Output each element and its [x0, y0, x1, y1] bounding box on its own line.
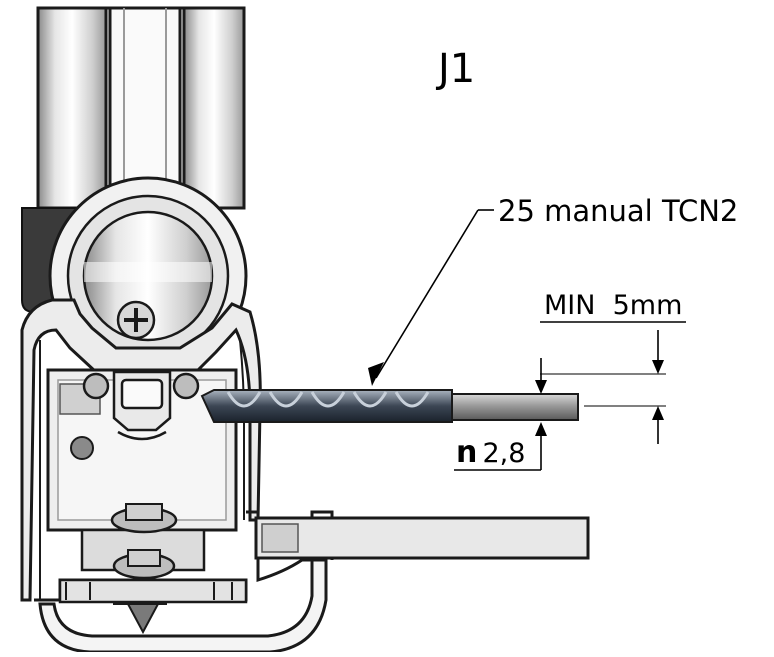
diameter-label: n 2,8 [456, 435, 525, 470]
callout-label: 25 manual TCN2 [498, 194, 738, 228]
mechanism-drawing [20, 6, 590, 654]
round-housing [48, 176, 248, 376]
phillips-screw [116, 300, 156, 340]
diameter-dimension-lines [454, 358, 547, 471]
lower-screws [80, 503, 206, 635]
diameter-symbol: n [456, 435, 477, 470]
aluminium-profile [20, 298, 262, 602]
drill-bit [200, 389, 579, 423]
min-dimension-label: MIN 5mm [544, 290, 682, 321]
carriage-block [46, 368, 238, 532]
curved-cover [38, 558, 328, 654]
diameter-value: 2,8 [482, 438, 525, 469]
callout-leader [368, 209, 494, 386]
upper-tube [36, 6, 246, 210]
figure-title: J1 [435, 46, 475, 92]
bottom-rail [34, 578, 248, 604]
min-dimension-lines [540, 321, 686, 444]
flat-strap [254, 516, 590, 560]
annotations: J1 25 manual TCN2 MIN 5mm n [368, 46, 738, 471]
